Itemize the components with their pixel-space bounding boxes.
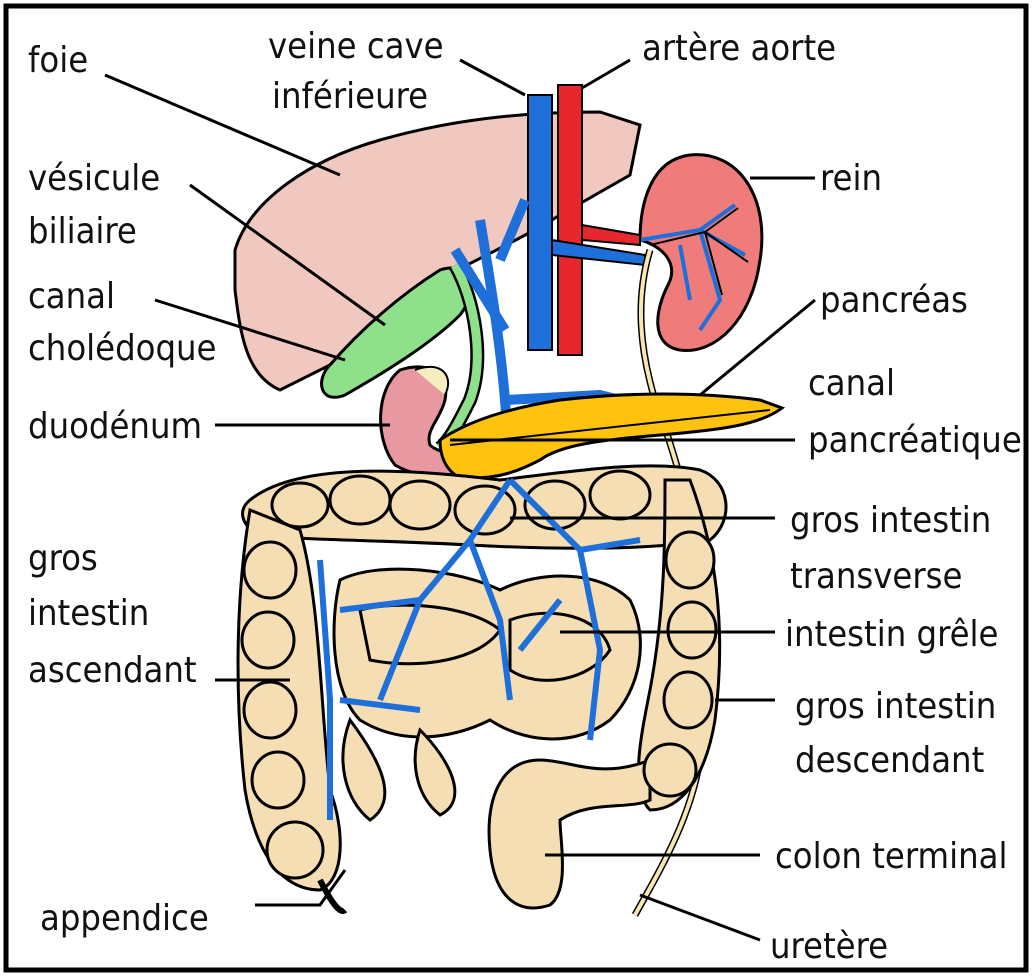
- label-foie: foie: [28, 40, 88, 81]
- label-rein: rein: [820, 158, 882, 199]
- label-veine-cave-1: veine cave: [268, 26, 444, 67]
- label-canal-pancreatique-1: canal: [808, 363, 895, 404]
- label-gros-ascendant-3: ascendant: [28, 650, 197, 691]
- label-intestin-grele: intestin grêle: [785, 614, 999, 655]
- label-gros-ascendant-2: intestin: [28, 593, 149, 634]
- aorta-shape: [558, 85, 582, 355]
- label-gros-transverse-2: transverse: [790, 556, 962, 597]
- label-canal-choledoque-1: canal: [28, 276, 115, 317]
- label-uretere: uretère: [770, 926, 888, 967]
- label-pancreas: pancréas: [820, 280, 968, 321]
- label-veine-cave-2: inférieure: [272, 76, 428, 117]
- label-vesicule-2: biliaire: [28, 211, 137, 252]
- label-duodenum: duodénum: [28, 406, 202, 447]
- label-gros-descendant-1: gros intestin: [795, 686, 996, 727]
- label-gros-descendant-2: descendant: [795, 740, 984, 781]
- label-gros-ascendant-1: gros: [28, 538, 98, 579]
- label-canal-choledoque-2: cholédoque: [28, 328, 217, 369]
- vena-cava-shape: [528, 95, 552, 350]
- label-vesicule-1: vésicule: [28, 158, 160, 199]
- label-colon-terminal: colon terminal: [775, 836, 1007, 877]
- label-artere-aorte: artère aorte: [642, 28, 836, 69]
- label-canal-pancreatique-2: pancréatique: [808, 420, 1022, 461]
- label-appendice: appendice: [40, 898, 209, 939]
- label-gros-transverse-1: gros intestin: [790, 500, 991, 541]
